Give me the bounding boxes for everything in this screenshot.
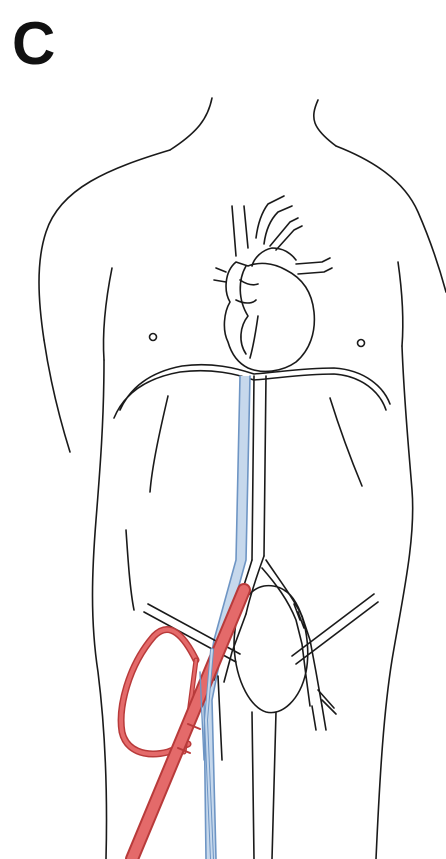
urethra-right — [272, 712, 276, 859]
right-torso-side — [376, 346, 413, 859]
atrium-detail — [236, 280, 258, 303]
aorta-vessel — [214, 376, 336, 730]
rib-cage-upper — [120, 365, 390, 410]
lower-left-contour — [126, 530, 134, 610]
heart-septum — [250, 316, 258, 358]
femoral-art-left — [218, 676, 222, 760]
svc-right — [244, 206, 248, 248]
left-nipple — [150, 334, 157, 341]
neck-right-outline — [314, 100, 336, 146]
aorta-left-wall — [252, 376, 254, 560]
aorta-right-wall — [264, 376, 266, 556]
left-torso-side — [93, 360, 107, 859]
pulmonary-right — [296, 258, 332, 274]
neck-left-outline — [170, 98, 212, 150]
abdomen-left-contour — [150, 396, 168, 492]
arch-branch-1 — [256, 196, 284, 238]
right-nipple — [358, 340, 365, 347]
abdomen-right-contour — [330, 398, 362, 486]
left-arm-outline — [44, 340, 70, 452]
left-armpit-line — [103, 268, 112, 360]
heart-icon — [214, 196, 332, 371]
arch-branch-2b — [276, 226, 302, 250]
pulmonary-left — [214, 268, 226, 282]
iliac-right-branch-c — [312, 706, 326, 730]
heart-body — [224, 262, 314, 371]
right-armpit-line — [398, 262, 403, 346]
urethra-left — [252, 712, 254, 859]
inguinal-ligaments — [144, 594, 378, 664]
bladder-outline — [234, 586, 308, 859]
svc-left — [232, 206, 236, 256]
cannula-tube — [132, 590, 244, 859]
heart-left-chamber — [240, 266, 248, 354]
right-shoulder-outline — [336, 146, 446, 292]
